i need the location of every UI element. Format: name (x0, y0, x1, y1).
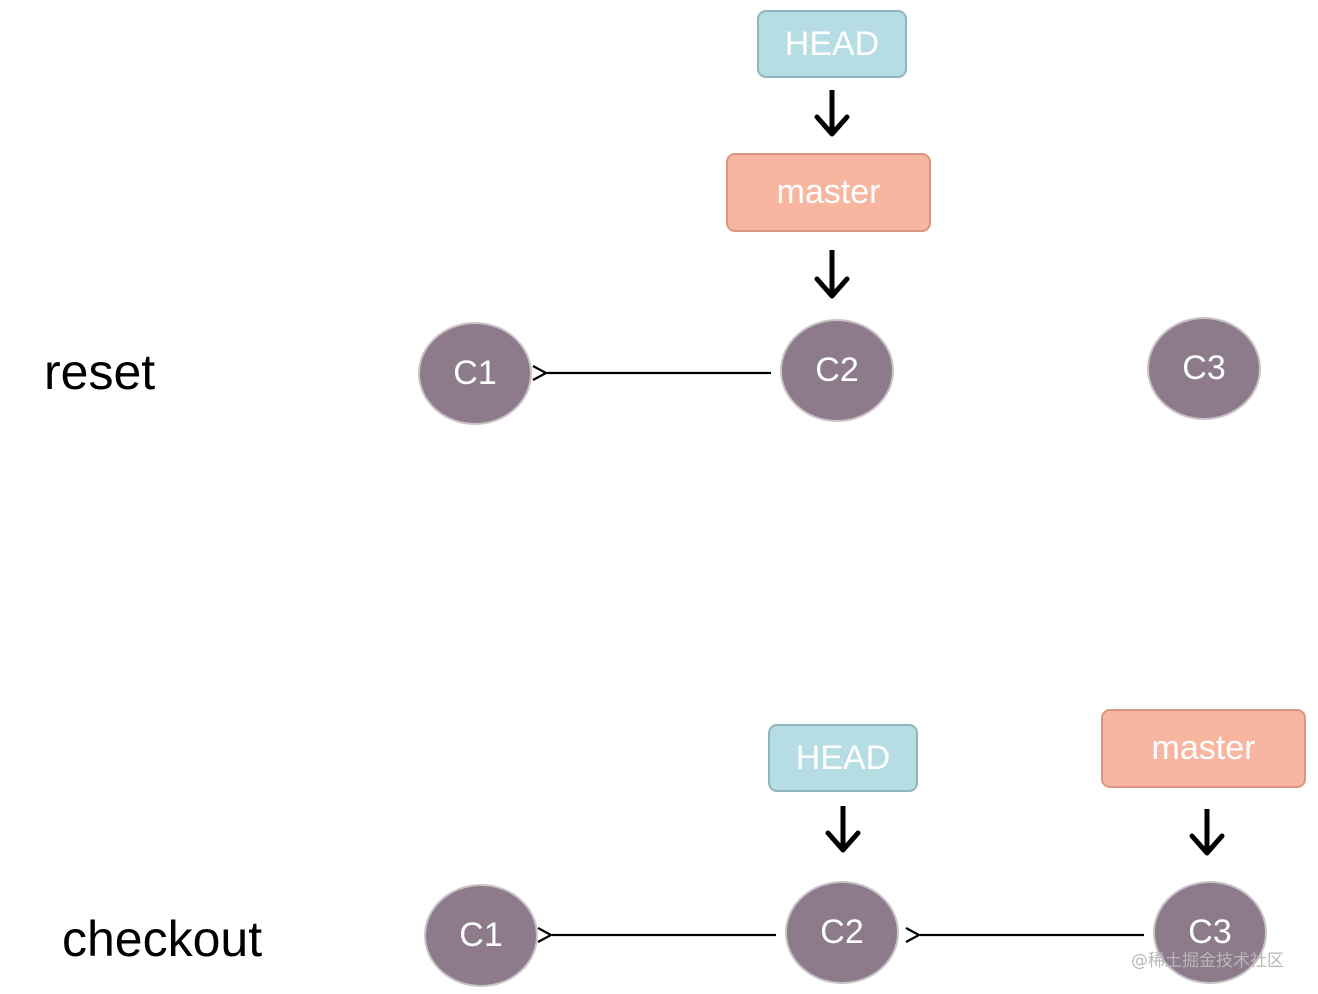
checkout-commit-c2: C2 (785, 881, 899, 984)
checkout-master-branch: master (1101, 709, 1306, 788)
reset-branch-pointer-arrow (814, 250, 850, 299)
checkout-commit-c3: C3 (1153, 881, 1267, 984)
reset-commit-c1: C1 (418, 322, 532, 425)
checkout-commit-c1: C1 (424, 884, 538, 987)
reset-head-pointer: HEAD (757, 10, 907, 78)
reset-master-branch: master (726, 153, 931, 232)
watermark-text: @稀土掘金技术社区 (1131, 951, 1284, 971)
checkout-head-pointer-arrow (825, 806, 861, 853)
checkout-label: checkout (62, 911, 263, 967)
reset-commit-c3: C3 (1147, 317, 1261, 420)
reset-commit-c2: C2 (780, 319, 894, 422)
reset-head-pointer-arrow (814, 90, 850, 137)
checkout-branch-pointer-arrow (1189, 809, 1225, 856)
reset-label: reset (44, 344, 156, 400)
checkout-head-pointer: HEAD (768, 724, 918, 792)
